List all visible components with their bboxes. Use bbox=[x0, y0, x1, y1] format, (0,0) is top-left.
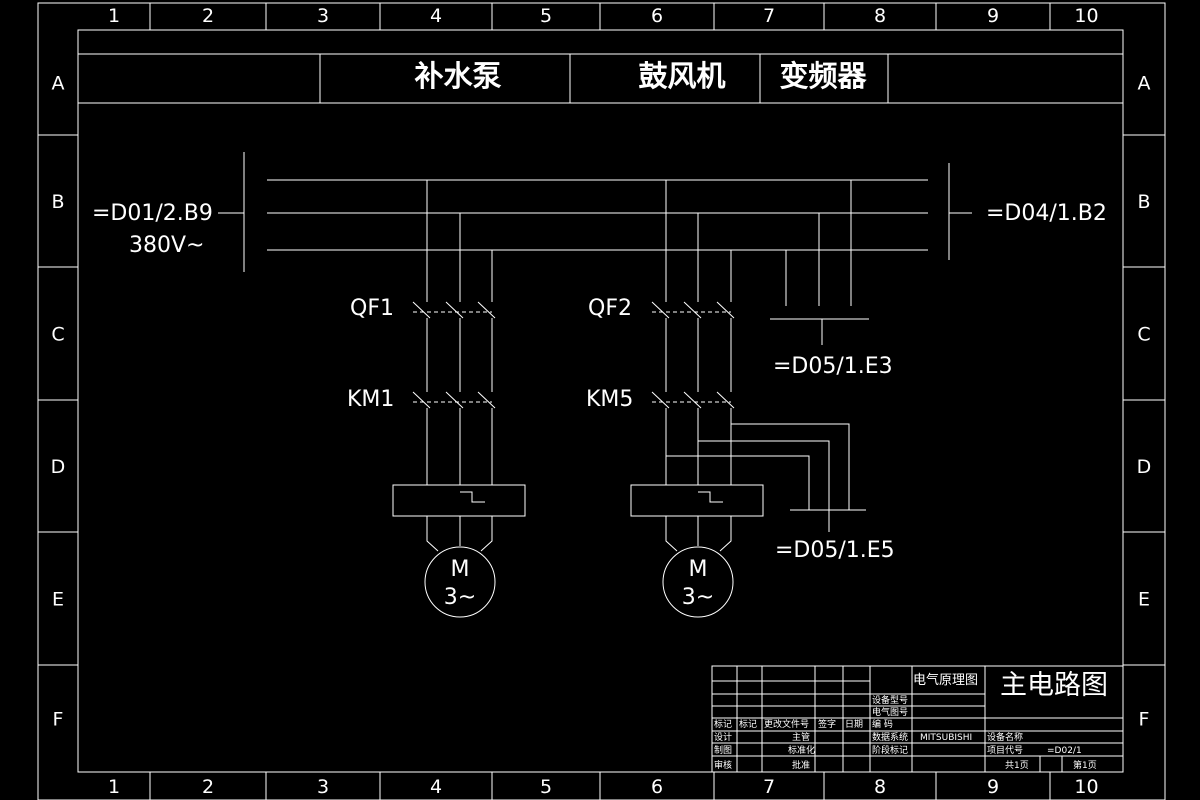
tb-rev-h3: 签字 bbox=[818, 718, 836, 730]
row-label-right: A bbox=[1138, 73, 1151, 95]
column-labels-top: 1 2 3 4 5 6 7 8 9 10 bbox=[108, 5, 1099, 27]
label-ref-e3: =D05/1.E3 bbox=[773, 354, 893, 379]
label-km1: KM1 bbox=[347, 387, 394, 412]
column-label-top: 8 bbox=[874, 5, 886, 27]
supply-voltage: 380V~ bbox=[129, 233, 204, 258]
tb-type-label: 电气原理图 bbox=[913, 672, 978, 688]
tb-standard: 标准化 bbox=[788, 744, 815, 756]
column-label-bottom: 3 bbox=[317, 776, 329, 798]
column-label-top: 5 bbox=[540, 5, 552, 27]
column-label-top: 1 bbox=[108, 5, 120, 27]
row-label-left: B bbox=[51, 191, 64, 213]
tb-rev-h1: 标记 bbox=[739, 718, 757, 730]
row-label-left: C bbox=[51, 324, 64, 346]
header-inverter: 变频器 bbox=[779, 59, 867, 93]
column-label-top: 4 bbox=[430, 5, 442, 27]
row-label-left: D bbox=[51, 456, 66, 478]
tb-drawn: 制图 bbox=[714, 744, 732, 756]
motor-fan bbox=[662, 546, 734, 618]
row-label-left: E bbox=[52, 589, 64, 611]
tb-system: 数据系统 bbox=[872, 731, 908, 743]
label-km5: KM5 bbox=[586, 387, 633, 412]
outer-frame bbox=[37, 2, 1166, 800]
tb-approve: 批准 bbox=[792, 759, 810, 771]
branch-fan bbox=[630, 180, 866, 618]
motor-fan-line2: 3~ bbox=[682, 585, 714, 610]
column-label-bottom: 1 bbox=[108, 776, 120, 798]
column-labels-bottom: 1 2 3 4 5 6 7 8 9 10 bbox=[108, 776, 1099, 798]
header-band bbox=[78, 53, 1123, 104]
label-qf1: QF1 bbox=[350, 296, 394, 321]
row-label-right: C bbox=[1137, 324, 1150, 346]
column-label-bottom: 6 bbox=[651, 776, 663, 798]
tb-page: 第1页 bbox=[1073, 759, 1097, 771]
tb-drawing-no: 电气图号 bbox=[872, 706, 908, 718]
tb-system-value: MITSUBISHI bbox=[920, 733, 972, 743]
busbar-group bbox=[218, 152, 972, 272]
motor-fan-line1: M bbox=[689, 557, 708, 582]
column-label-bottom: 2 bbox=[202, 776, 214, 798]
tb-review: 审核 bbox=[714, 759, 732, 771]
supply-ref-in: =D01/2.B9 bbox=[92, 201, 213, 226]
row-labels-left: A B C D E F bbox=[51, 73, 66, 731]
row-label-right: B bbox=[1137, 191, 1150, 213]
column-label-top: 2 bbox=[202, 5, 214, 27]
motor-pump-line2: 3~ bbox=[444, 585, 476, 610]
motor-pump bbox=[424, 546, 496, 618]
tb-project-value: =D02/1 bbox=[1047, 746, 1082, 756]
label-qf2: QF2 bbox=[588, 296, 632, 321]
row-label-right: E bbox=[1138, 589, 1150, 611]
row-label-right: F bbox=[1139, 709, 1150, 731]
row-label-left: F bbox=[53, 709, 64, 731]
tb-supervisor: 主管 bbox=[792, 731, 810, 743]
branch-inverter bbox=[770, 180, 869, 345]
column-label-bottom: 5 bbox=[540, 776, 552, 798]
column-label-top: 3 bbox=[317, 5, 329, 27]
column-label-top: 9 bbox=[987, 5, 999, 27]
supply-ref-out: =D04/1.B2 bbox=[986, 201, 1107, 226]
tb-title: 主电路图 bbox=[1000, 670, 1108, 701]
column-label-bottom: 4 bbox=[430, 776, 442, 798]
label-ref-e5: =D05/1.E5 bbox=[775, 538, 895, 563]
tb-code: 编 码 bbox=[872, 718, 893, 730]
column-label-bottom: 10 bbox=[1074, 776, 1098, 798]
tb-design: 设计 bbox=[714, 731, 732, 743]
tb-stage: 阶段标记 bbox=[872, 744, 908, 756]
tb-rev-h2: 更改文件号 bbox=[764, 718, 809, 730]
header-fan: 鼓风机 bbox=[638, 59, 725, 93]
column-label-top: 7 bbox=[763, 5, 775, 27]
branch-pump bbox=[392, 180, 526, 618]
tb-rev-h4: 日期 bbox=[845, 719, 863, 730]
row-labels-right: A B C D E F bbox=[1137, 73, 1152, 731]
column-label-top: 10 bbox=[1074, 5, 1098, 27]
header-pump: 补水泵 bbox=[414, 59, 501, 93]
motor-pump-line1: M bbox=[451, 557, 470, 582]
tb-total-pages: 共1页 bbox=[1005, 760, 1029, 771]
column-label-bottom: 9 bbox=[987, 776, 999, 798]
tb-rev-h0: 标记 bbox=[714, 718, 732, 730]
row-band-ticks bbox=[38, 134, 1165, 666]
tb-project-code: 项目代号 bbox=[987, 745, 1023, 756]
row-label-right: D bbox=[1137, 456, 1152, 478]
column-band-ticks bbox=[149, 3, 1051, 800]
title-block-grid bbox=[711, 665, 1124, 773]
column-label-bottom: 7 bbox=[763, 776, 775, 798]
tb-equip-name: 设备名称 bbox=[987, 731, 1023, 743]
column-label-top: 6 bbox=[651, 5, 663, 27]
column-label-bottom: 8 bbox=[874, 776, 886, 798]
row-label-left: A bbox=[52, 73, 65, 95]
tb-equip-type: 设备型号 bbox=[872, 694, 908, 706]
